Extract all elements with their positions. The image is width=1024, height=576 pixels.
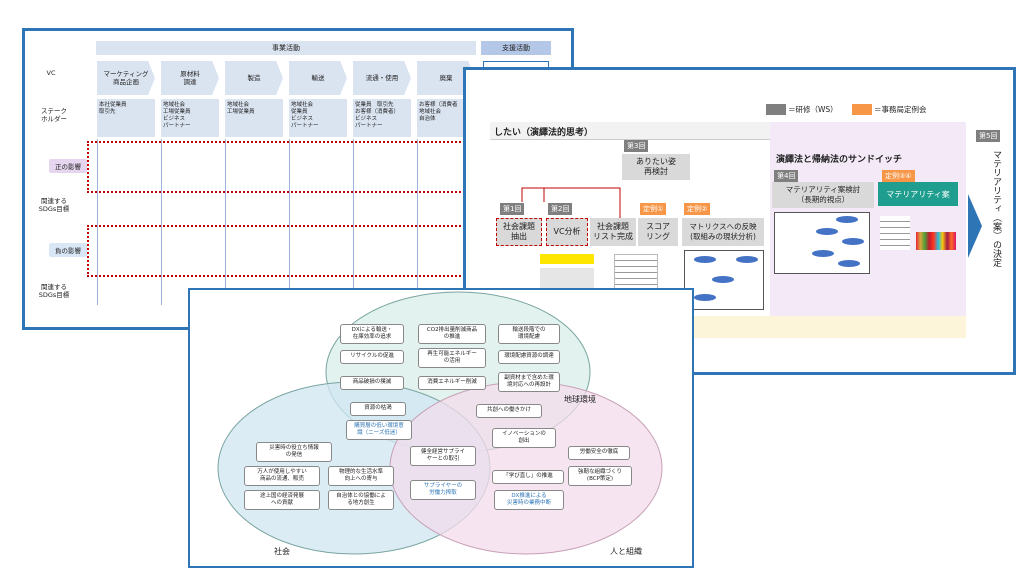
venn-item: 自治体との協働によ る地方創生	[328, 490, 394, 510]
row-label-negative: 負の影響	[49, 243, 87, 257]
office-34-tag: 定例③④	[882, 170, 915, 182]
stage-procurement: 原材料 調達	[161, 61, 219, 95]
process-arrows	[521, 187, 621, 218]
office-1-tag: 定例①	[640, 203, 667, 215]
matrix-point	[842, 238, 864, 245]
venn-item: 消費エネルギー削減	[418, 376, 486, 390]
stakeholder-cell: 従業員 取引先 お客様（消費者） ビジネス パートナー	[353, 99, 411, 137]
venn-item: サプライヤーの 労働力搾取	[410, 480, 476, 500]
legend-office-swatch	[852, 104, 872, 115]
venn-item: 輸送段階での 環境配慮	[498, 324, 560, 344]
yellow-marks	[540, 254, 594, 264]
scoring-box: スコア リング	[638, 218, 678, 246]
venn-item: 災害時の役立ち情報 の発信	[256, 442, 332, 462]
venn-slide: 地球環境 社会 人と組織 DXによる輸送・ 在庫効率の追求 CO2排出量削減商品…	[188, 288, 694, 568]
venn-item: 資源の枯渇	[350, 402, 406, 416]
legend-ws-swatch	[766, 104, 786, 115]
final-arrow	[968, 194, 982, 258]
column-divider	[161, 139, 162, 305]
stakeholder-cell: 地域社会 工場従業員 ビジネス パートナー	[161, 99, 219, 137]
venn-item: 再生可能エネルギー の活用	[418, 348, 486, 368]
stage-marketing: マーケティング 商品企画	[97, 61, 155, 95]
venn-item: 途上国の経済発展 への貢献	[244, 490, 320, 510]
left-section-title: したい（演繹法的思考）	[494, 128, 594, 138]
venn-item: 購買層の低い環境意 識（ニーズ低迷）	[346, 420, 412, 440]
matrix-point	[694, 256, 716, 263]
env-label: 地球環境	[564, 395, 596, 404]
stakeholder-cell: 本社従業員 取引先	[97, 99, 155, 137]
stage-transport: 輸送	[289, 61, 347, 95]
column-divider	[225, 139, 226, 305]
vc-analysis-box: VC分析	[546, 218, 588, 246]
column-divider	[417, 139, 418, 305]
positive-impact-box	[87, 141, 473, 193]
matrix-box: マトリクスへの反映 (取組みの現状分析)	[682, 218, 764, 246]
matrix-point	[838, 260, 860, 267]
venn-item: 副資材まで含めた環 境対応への再設計	[498, 372, 560, 392]
revisit-box: ありたい姿 再検討	[622, 154, 690, 180]
matrix-point	[836, 216, 858, 223]
extract-box: 社会課題 抽出	[496, 218, 542, 246]
office-2-tag: 定例②	[684, 203, 711, 215]
matrix-point	[812, 250, 834, 257]
matrix-point	[712, 276, 734, 283]
materiality-review-box: マテリアリティ案検討 （長期的視点）	[772, 182, 874, 208]
venn-item: 商品破損の撲滅	[340, 376, 404, 390]
society-label: 社会	[274, 547, 290, 556]
row-label-positive: 正の影響	[49, 159, 87, 173]
venn-item: 物理的な生活水準 向上への寄与	[328, 466, 394, 486]
round-2-tag: 第2回	[548, 203, 573, 215]
column-divider	[353, 139, 354, 305]
process-slide: ＝研修（WS） ＝事務局定例会 したい（演繹法的思考） 演繹法と帰納法のサンドイ…	[463, 67, 1016, 375]
decision-text: マテリアリティ（案）の決定	[991, 150, 1001, 267]
matrix-point	[736, 256, 758, 263]
column-divider	[289, 139, 290, 305]
round-4-tag: 第4回	[774, 170, 799, 182]
people-label: 人と組織	[610, 547, 642, 556]
stakeholder-cell: 地域社会 工場従業員	[225, 99, 283, 137]
legend-ws-label: ＝研修（WS）	[788, 105, 838, 114]
text-lines	[880, 216, 910, 250]
matrix-point	[694, 294, 716, 301]
round-3-tag: 第3回	[624, 140, 649, 152]
round-5-tag: 第5回	[976, 130, 1001, 142]
row-label-sdgs-1: 関連する SDGs目標	[38, 197, 70, 214]
support-activities-header: 支援活動	[481, 41, 551, 55]
venn-item: CO2排出量削減商品 の推進	[418, 324, 486, 344]
issue-list-box: 社会課題 リスト完成	[590, 218, 636, 246]
venn-item: 万人が使用しやすい 商品の流通、販売	[244, 466, 320, 486]
sdgs-icons	[916, 232, 956, 250]
venn-item: DXによる輸送・ 在庫効率の追求	[340, 324, 404, 344]
row-label-vc: VC	[46, 69, 56, 77]
left-section-header	[490, 122, 770, 140]
venn-item: リサイクルの促進	[340, 350, 404, 364]
venn-item: 強靭な組織づくり (BCP策定)	[568, 466, 632, 486]
stage-manufacturing: 製造	[225, 61, 283, 95]
venn-item: 共創への働きかけ	[476, 404, 542, 418]
legend-office-label: ＝事務局定例会	[874, 105, 927, 114]
venn-item: 「学び直し」の推進	[492, 470, 564, 484]
column-divider	[97, 139, 98, 305]
stakeholder-cell: 地域社会 従業員 ビジネス パートナー	[289, 99, 347, 137]
venn-item: 環境配慮資源の調達	[498, 350, 560, 364]
stage-distribution: 流通・使用	[353, 61, 411, 95]
right-section-title: 演繹法と帰納法のサンドイッチ	[776, 155, 903, 165]
row-label-stakeholder: ステーク ホルダー	[41, 107, 67, 124]
venn-item: DX推進による 災害時の業務中断	[494, 490, 564, 510]
venn-item: イノベーションの 創出	[492, 428, 556, 448]
business-activities-header: 事業活動	[96, 41, 476, 55]
venn-item: 健全経営サプライ ヤーとの取引	[410, 446, 476, 466]
materiality-draft-box: マテリアリティ案	[878, 182, 958, 206]
matrix-point	[816, 228, 838, 235]
row-label-sdgs-2: 関連する SDGs目標	[38, 283, 70, 300]
negative-impact-box	[87, 225, 473, 277]
round-1-tag: 第1回	[500, 203, 525, 215]
venn-item: 労働安全の徹底	[568, 446, 630, 460]
